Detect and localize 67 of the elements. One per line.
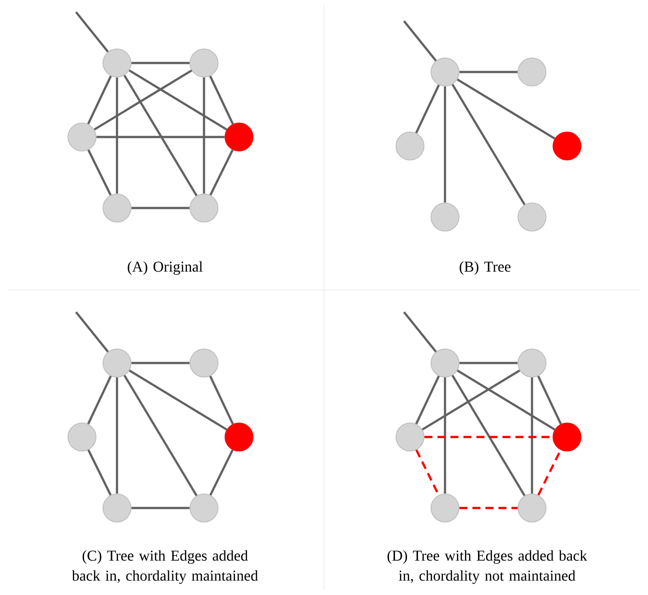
edge-line — [451, 84, 526, 206]
graph-node — [518, 348, 546, 378]
edge-line — [128, 370, 228, 430]
edge-line — [131, 206, 190, 210]
panel-caption: (B) Tree — [460, 261, 510, 275]
graph-node — [190, 494, 218, 522]
highlighted-node — [224, 422, 254, 452]
graph-node — [430, 58, 460, 86]
edge-line — [131, 506, 190, 510]
edge-line — [444, 86, 446, 203]
graph-node — [396, 132, 424, 160]
edge-line — [87, 76, 112, 124]
edge-line — [96, 136, 225, 138]
dashed-edge — [459, 506, 518, 510]
edge-line — [94, 70, 192, 130]
graph-node — [102, 348, 132, 378]
graph-node — [190, 194, 218, 222]
edge-line — [209, 449, 234, 496]
edge-line — [422, 370, 520, 430]
graph-node — [68, 422, 96, 452]
panel-caption: (C) Tree with Edges added back in, chordality maintained — [72, 550, 258, 584]
edge-line — [415, 84, 440, 134]
edge-line — [403, 20, 437, 62]
graph-node — [102, 194, 132, 222]
graph-node — [68, 122, 96, 152]
graph-node — [518, 494, 546, 522]
edge-line — [131, 62, 190, 64]
graph-node — [518, 202, 546, 232]
edge-line — [415, 376, 440, 424]
graph-node — [190, 48, 218, 78]
edge-line — [209, 76, 234, 124]
edge-line — [444, 377, 446, 494]
panel-caption: (A) Original — [128, 261, 203, 275]
edge-line — [451, 374, 526, 496]
graph-node — [396, 422, 424, 452]
edge-line — [530, 377, 534, 494]
edge-line — [459, 70, 518, 74]
edge-line — [459, 362, 518, 364]
graph-node — [430, 348, 460, 378]
graph-node — [430, 202, 460, 232]
edge-line — [456, 78, 556, 140]
graph-node — [190, 348, 218, 378]
highlighted-node — [552, 422, 582, 452]
edge-line — [116, 377, 118, 494]
edge-line — [131, 362, 190, 364]
graph-node — [102, 48, 132, 78]
edge-line — [128, 70, 228, 130]
panel-caption: (D) Tree with Edges added back in, chordality not maintained — [388, 550, 588, 584]
edge-line — [202, 77, 206, 194]
graph-node — [518, 58, 546, 86]
edge-line — [87, 149, 112, 196]
edge-line — [537, 376, 562, 424]
edge-line — [209, 149, 234, 196]
edge-line — [116, 77, 118, 194]
edge-line — [75, 11, 109, 52]
graph-node — [102, 494, 132, 522]
edge-line — [123, 74, 198, 196]
edge-line — [209, 376, 234, 424]
edge-line — [403, 311, 437, 352]
highlighted-node — [552, 132, 582, 160]
edge-line — [87, 449, 112, 496]
highlighted-node — [224, 122, 254, 152]
edge-line — [75, 311, 109, 352]
graph-node — [430, 494, 460, 522]
edge-line — [87, 376, 112, 424]
edge-line — [456, 370, 556, 430]
edge-line — [123, 374, 198, 496]
